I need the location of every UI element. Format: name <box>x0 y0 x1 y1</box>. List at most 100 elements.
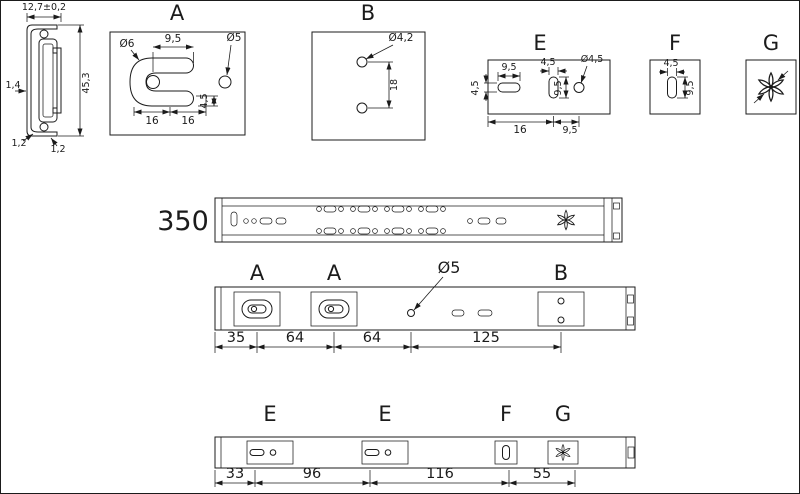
detail-a-plate <box>109 31 246 136</box>
hole <box>384 449 392 456</box>
slot-mark <box>230 211 238 227</box>
outer-rail-body <box>214 286 636 331</box>
dim-vslot-len-text: 9,5 <box>553 80 564 95</box>
callout-dia-label: Ø5 <box>438 258 461 277</box>
rivet <box>440 228 446 234</box>
slot-mark <box>477 309 493 317</box>
dim-pitch-text: 18 <box>389 79 400 91</box>
rivet <box>440 206 446 212</box>
dim-35-text: 35 <box>227 330 245 346</box>
cross-section-view: 12,7±0,2 45,3 1,4 1,2 1,2 <box>5 2 92 155</box>
dim-slot-width: 4,5 <box>540 57 567 75</box>
hook-slot-inner <box>247 304 267 314</box>
inner-member-profile <box>52 47 62 114</box>
rivet-row-top <box>316 205 446 213</box>
detail-b-view: B Ø4,2 18 <box>311 1 426 141</box>
rivet-slot <box>357 205 371 213</box>
callout-e1-label: E <box>263 402 276 426</box>
inner-rail-body <box>214 436 636 469</box>
rivet-slot <box>323 205 337 213</box>
detail-f-view: F 4,5 9,5 <box>649 31 701 115</box>
rear-hook <box>613 202 620 210</box>
detail-e-plate <box>487 59 611 115</box>
dim-width: 12,7±0,2 <box>22 2 66 22</box>
callout-a2-label: A <box>327 261 342 285</box>
round-hole <box>218 75 232 89</box>
dim-bottom-left-text: 1,2 <box>11 138 26 149</box>
detail-g-label: G <box>763 31 779 55</box>
hole <box>557 297 565 305</box>
rear-hook <box>613 232 620 240</box>
dim-hole-dia: Ø4,5 <box>580 54 604 84</box>
round-hole <box>573 82 585 93</box>
rear-hook <box>627 446 635 459</box>
dim-116-text: 116 <box>426 466 454 482</box>
callout-box <box>494 440 518 465</box>
detail-a-label: A <box>170 1 185 25</box>
hole <box>250 305 258 313</box>
star-leader <box>753 93 765 104</box>
dim-slot-len-text: 9,5 <box>501 62 516 73</box>
hook-slot-outline <box>241 299 273 319</box>
ball-bottom <box>39 122 49 132</box>
callout-box <box>246 440 294 465</box>
feature-b <box>537 291 585 327</box>
dim-16-left: 16 <box>133 95 207 127</box>
dim-bottom-right-text: 1,2 <box>50 144 65 155</box>
dim-16-bottom-text: 16 <box>513 124 527 136</box>
vertical-slot <box>667 76 677 99</box>
vertical-slot <box>502 445 510 460</box>
feature-a1 <box>233 291 281 327</box>
rivet <box>350 206 356 212</box>
rivet-slot <box>391 227 405 235</box>
slot-mark <box>451 309 465 317</box>
dim-slot-dia: Ø6 <box>120 38 140 61</box>
dim-slot-len: 9,5 <box>497 62 521 81</box>
mid-feature-cluster <box>467 217 507 225</box>
rivet-slot <box>357 227 371 235</box>
dim-slot-height-text: 4,5 <box>470 80 481 95</box>
middle-member-inner <box>42 43 54 118</box>
assembly-length-text: 350 <box>157 206 209 237</box>
dim-hole-dia-text: Ø4,5 <box>581 54 604 65</box>
detail-f-plate <box>649 59 701 115</box>
callout-box <box>361 440 409 465</box>
hole <box>269 449 277 456</box>
rivet-slot <box>425 205 439 213</box>
dia5-leader <box>413 276 444 311</box>
detail-a-view: A Ø6 9,5 Ø5 16 16 <box>109 1 246 136</box>
callout-g-label: G <box>555 402 571 426</box>
feature-g <box>547 440 579 465</box>
hole-bottom <box>356 102 368 114</box>
inner-rail-view: E E F G <box>214 402 636 487</box>
feature-f <box>494 440 518 465</box>
dim-125-text: 125 <box>472 330 500 346</box>
dim-offset-text: 4,5 <box>199 93 210 108</box>
callout-box <box>537 291 585 327</box>
rivet <box>418 228 424 234</box>
callout-box <box>233 291 281 327</box>
hook-slot-inner <box>324 304 344 314</box>
feature-e1 <box>246 440 294 465</box>
dim-hole-dia-text: Ø4,2 <box>389 32 414 44</box>
rivet <box>384 206 390 212</box>
hole-top <box>356 56 368 68</box>
dim-wall-thickness: 1,4 <box>5 80 26 94</box>
hole-mark <box>251 218 257 224</box>
outer-rail-view: A A Ø5 B <box>214 258 636 353</box>
ball-top <box>39 29 49 39</box>
detail-e-label: E <box>533 31 546 55</box>
dim-9-5-bottom-text: 9,5 <box>562 125 577 136</box>
dim-slot-width: 4,5 <box>659 58 685 76</box>
hook-slot <box>129 57 194 107</box>
slot-mark <box>259 217 273 225</box>
slot <box>364 449 380 456</box>
dim-slot-width-text: 4,5 <box>540 57 555 68</box>
dia5-hole <box>407 309 415 317</box>
dim-64a-text: 64 <box>286 330 304 346</box>
dim-16-right-text: 16 <box>181 115 195 127</box>
slot <box>249 449 265 456</box>
dim-width-text: 12,7±0,2 <box>22 2 66 13</box>
